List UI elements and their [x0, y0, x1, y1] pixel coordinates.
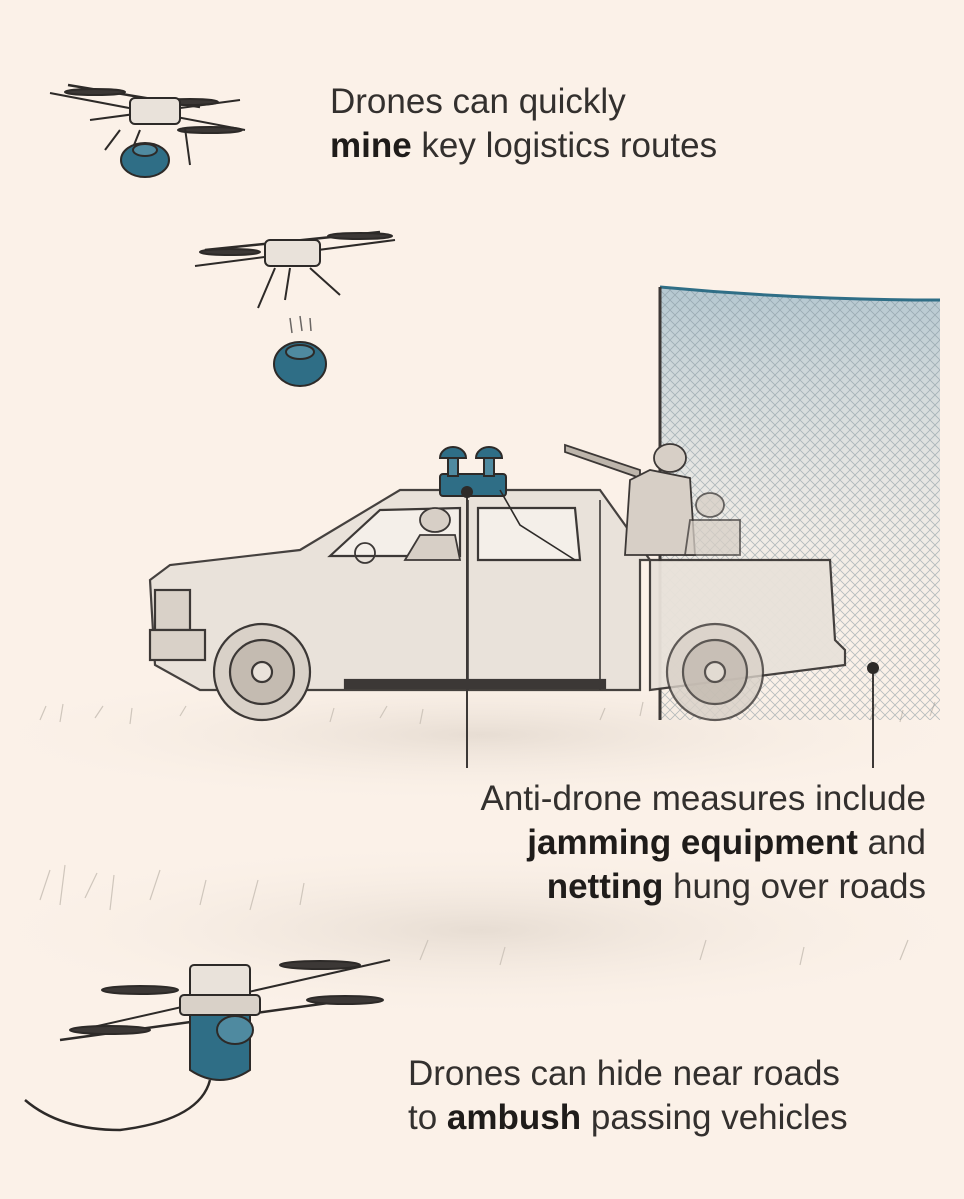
- caption-anti-rest2: and: [857, 823, 926, 862]
- caption-mine-routes: Drones can quickly mine key logistics ro…: [330, 80, 717, 168]
- caption-anti-line3: netting hung over roads: [480, 865, 926, 909]
- ambush-drone-icon: [24, 959, 391, 1132]
- caption-ambush-rest: passing vehicles: [581, 1098, 848, 1137]
- caption-ambush: Drones can hide near roads to ambush pas…: [408, 1052, 848, 1140]
- caption-ambush-prefix: to: [408, 1098, 447, 1137]
- caption-mine-line2: mine key logistics routes: [330, 124, 717, 168]
- jamming-equipment-icon: [438, 446, 576, 561]
- driver-figure: [354, 507, 462, 564]
- caption-ambush-line1: Drones can hide near roads: [408, 1054, 840, 1093]
- caption-mine-rest: key logistics routes: [411, 126, 718, 165]
- mine-drone-icon: [49, 83, 246, 178]
- caption-anti-line1: Anti-drone measures include: [480, 779, 926, 818]
- caption-mine-bold: mine: [330, 126, 412, 165]
- pickup-truck: [148, 488, 847, 722]
- caption-anti-line2: jamming equipment and: [480, 821, 926, 865]
- dropping-drone-icon: [194, 230, 396, 387]
- callout-lines: [461, 486, 879, 768]
- caption-ambush-line2: to ambush passing vehicles: [408, 1096, 848, 1140]
- caption-anti-drone: Anti-drone measures include jamming equi…: [480, 777, 926, 909]
- caption-anti-bold-netting: netting: [546, 867, 664, 906]
- caption-mine-line1: Drones can quickly: [330, 82, 626, 121]
- soldier-figures: [564, 443, 741, 556]
- caption-anti-bold-jamming: jamming equipment: [527, 823, 858, 862]
- caption-ambush-bold: ambush: [446, 1098, 582, 1137]
- caption-anti-rest3: hung over roads: [663, 867, 926, 906]
